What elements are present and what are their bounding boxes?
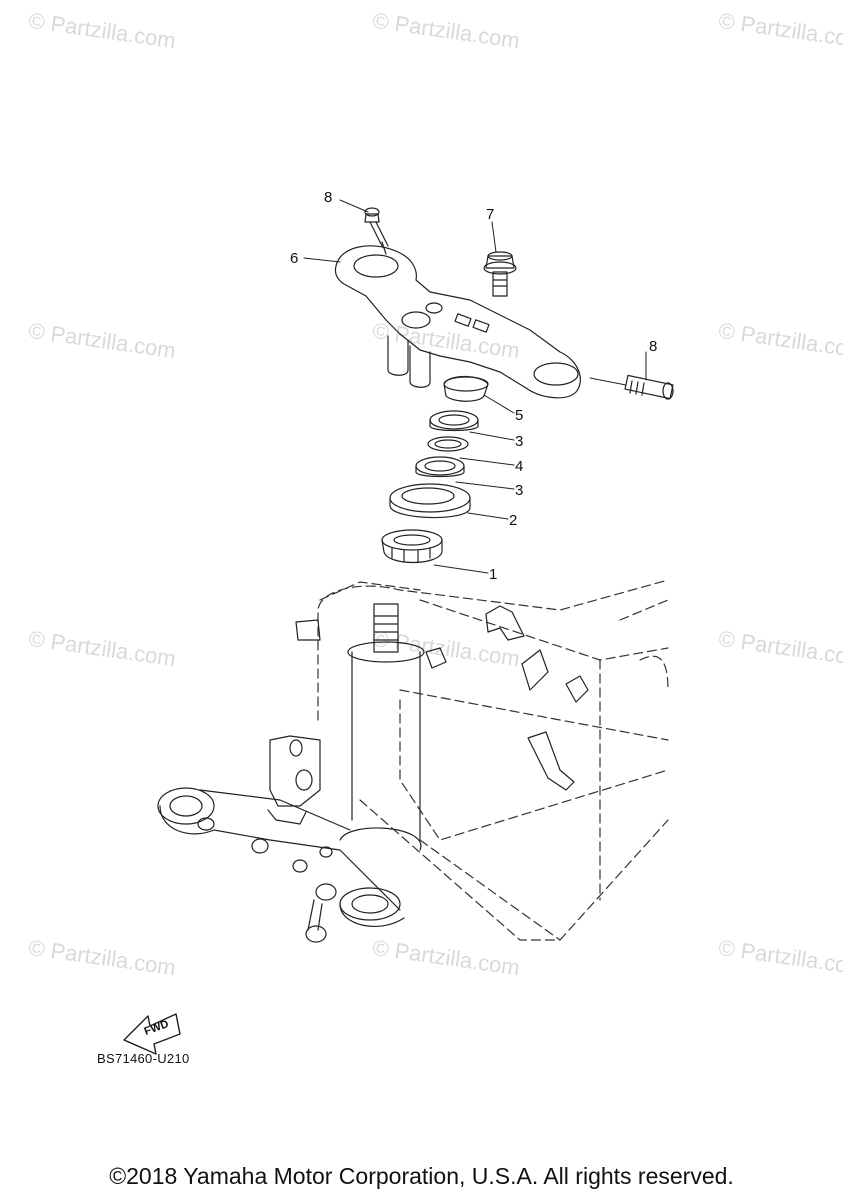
callout-3-lower: 3 [515,482,524,499]
ring-nut-lower-part-3 [415,456,465,478]
steering-stem [339,603,425,851]
bearing-part-1 [381,529,443,563]
callout-1: 1 [489,566,498,583]
flange-bolt-part-7 [483,251,517,297]
callout-7: 7 [486,206,495,223]
callout-2: 2 [509,512,518,529]
callout-3-upper: 3 [515,433,524,450]
upper-bracket-part-6 [334,241,581,399]
lock-washer-part-4 [427,436,469,452]
frame-brackets [295,605,589,791]
leader-lines [303,199,647,574]
cap-part-5 [443,375,489,402]
callout-4: 4 [515,458,524,475]
diagram-code: BS71460-U210 [97,1051,190,1066]
callout-5: 5 [515,407,524,424]
fwd-arrow-icon [123,1013,181,1055]
callout-8-side: 8 [649,338,658,355]
frame-outline [317,579,669,941]
side-bolt-part-8 [624,374,674,400]
under-bracket [157,735,405,943]
callout-8-upper: 8 [324,189,333,206]
upper-bolt-part-8 [364,207,389,247]
dust-seal-part-2 [389,483,471,519]
ring-nut-upper-part-3 [429,410,479,432]
callout-6: 6 [290,250,299,267]
copyright-notice: ©2018 Yamaha Motor Corporation, U.S.A. A… [109,1163,734,1189]
